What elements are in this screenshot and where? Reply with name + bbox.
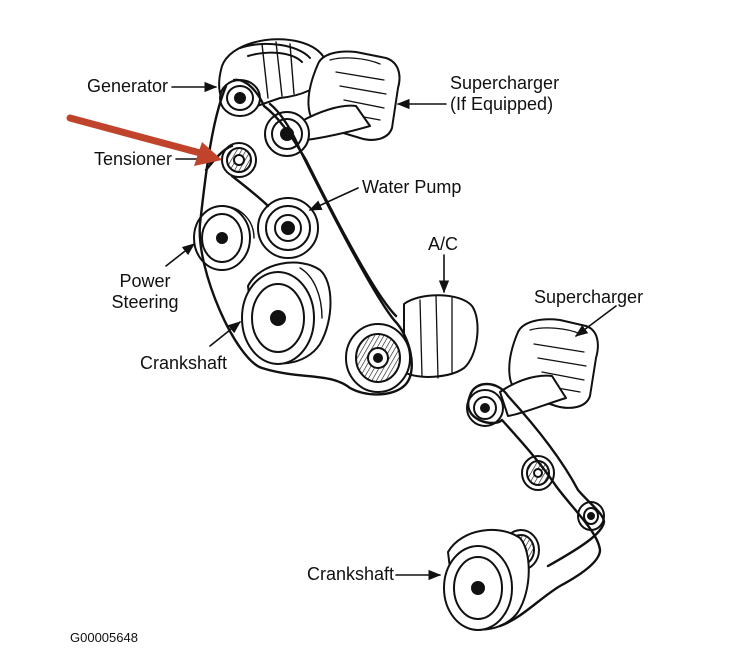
supercharger-top-label: Supercharger <box>450 73 560 93</box>
power-steering-label: Power <box>119 271 171 291</box>
supercharger-bottom-unit <box>466 318 599 427</box>
ac-compressor <box>345 294 479 393</box>
crankshaft-bottom-label: Crankshaft <box>306 564 394 584</box>
drive-belt-main <box>198 78 413 396</box>
figure-code: G00005648 <box>70 630 138 645</box>
crankshaft-pulley-main <box>241 261 332 365</box>
tensioner-pulley <box>221 142 257 178</box>
ac-label: A/C <box>428 234 459 254</box>
tensioner-label: Tensioner <box>93 149 172 169</box>
water-pump-leader <box>308 187 359 211</box>
water-pump-pulley <box>257 197 319 259</box>
drive-belt-supercharger <box>467 382 606 628</box>
power-steering-leader <box>165 243 196 267</box>
power-steering-label-line2: Steering <box>111 292 179 312</box>
crankshaft-main-leader <box>209 321 241 347</box>
water-pump-label: Water Pump <box>362 177 462 197</box>
supercharger-bottom-leader <box>574 305 617 337</box>
supercharger-bottom-label: Supercharger <box>534 287 644 307</box>
supercharger-top-label-note: (If Equipped) <box>450 94 554 114</box>
crankshaft-pulley-bottom <box>443 528 530 631</box>
power-steering-pulley <box>193 205 255 271</box>
tensioner-highlight-arrow <box>66 114 222 166</box>
crankshaft-main-label: Crankshaft <box>140 353 228 373</box>
generator-label: Generator <box>86 76 168 96</box>
